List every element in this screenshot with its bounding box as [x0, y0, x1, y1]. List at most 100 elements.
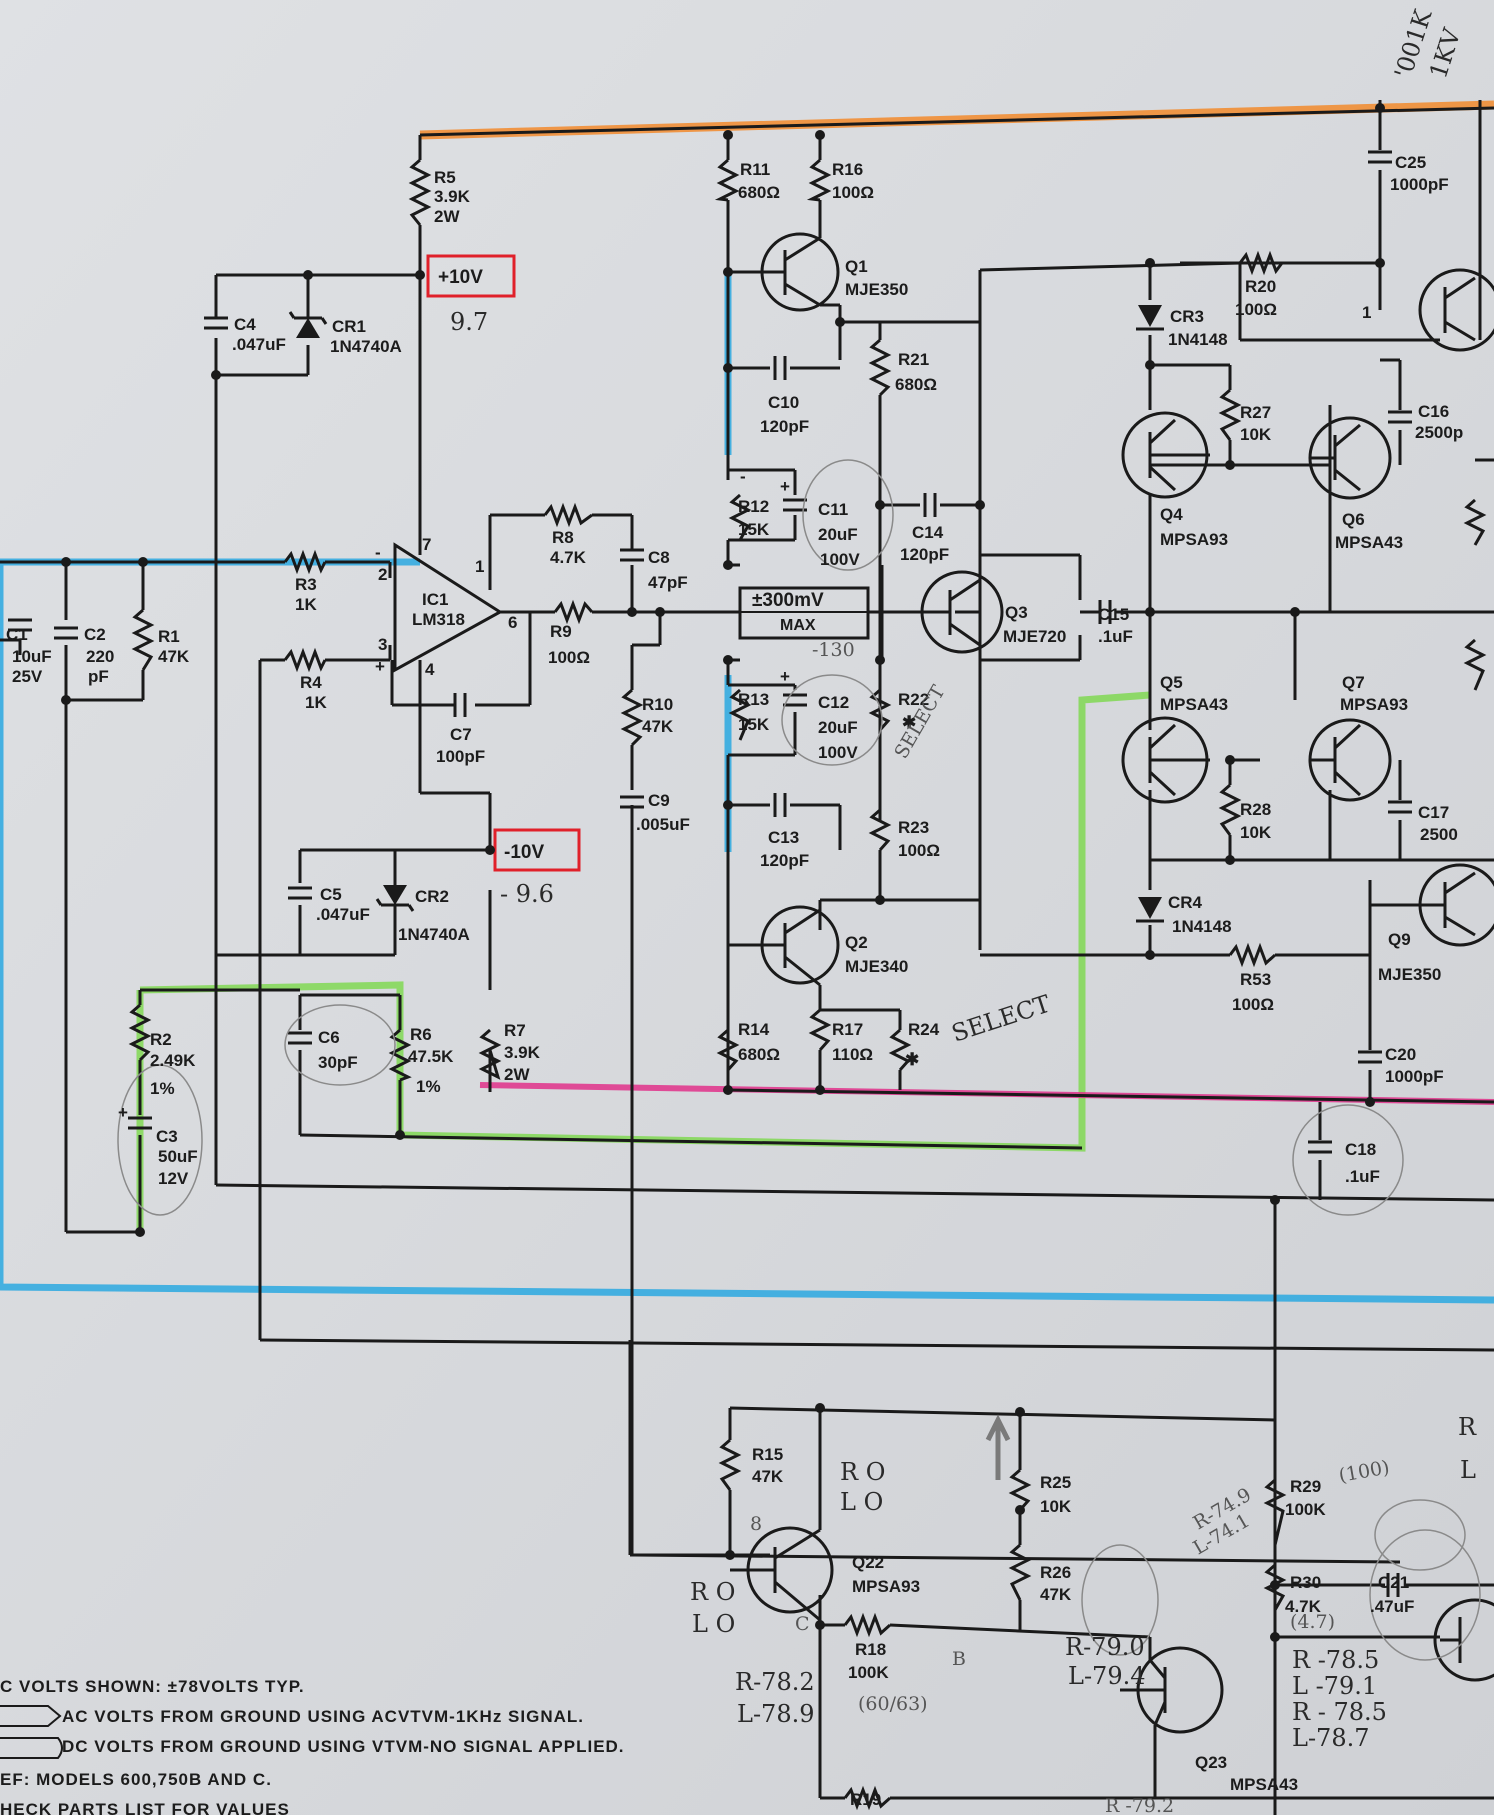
- R10-symbol: [620, 688, 644, 747]
- Q-bottom-right-symbol: [1433, 1598, 1494, 1682]
- R24-ref: R24: [908, 1020, 940, 1039]
- Q3-value: MJE720: [1003, 627, 1066, 646]
- C16-value: 2500p: [1415, 423, 1463, 442]
- C2-value2: pF: [88, 667, 109, 686]
- hw-note-8b: B: [952, 1648, 966, 1670]
- Q6-ref: Q6: [1342, 510, 1365, 529]
- C15-value: .1uF: [1098, 627, 1133, 646]
- R19-symbol: [843, 1785, 891, 1811]
- C20-symbol: [1358, 1050, 1382, 1064]
- pencil-circles: [117, 459, 1481, 1661]
- Q4-value: MPSA93: [1160, 530, 1228, 549]
- plus10-box: [426, 254, 516, 298]
- C6-symbol: [288, 1031, 312, 1045]
- C16-symbol: [1388, 410, 1412, 424]
- hw-r79-0: R-79.0: [1065, 1633, 1145, 1661]
- note-3: DC VOLTS FROM GROUND USING VTVM-NO SIGNA…: [62, 1737, 625, 1756]
- hw-lo2: L O: [692, 1610, 735, 1638]
- R27-value: 10K: [1240, 425, 1272, 444]
- CR4-symbol: [1136, 897, 1164, 923]
- C12-symbol: [783, 693, 807, 707]
- R6-value2: 1%: [416, 1077, 441, 1096]
- C8-value: 47pF: [648, 573, 688, 592]
- R24-value: ✱: [905, 1050, 919, 1069]
- component-labels: R5 3.9K 2W C4 .047uF CR1 1N4740A C1 10uF…: [6, 153, 1463, 1809]
- hw-lo1: L O: [840, 1488, 883, 1516]
- CR2-symbol: [375, 885, 415, 912]
- boxed-labels: +10V -10V ±300mV MAX: [438, 267, 824, 863]
- C6-value: 30pF: [318, 1053, 358, 1072]
- CR3-symbol: [1136, 305, 1164, 331]
- Q22-symbol: [730, 1526, 834, 1622]
- R53-ref: R53: [1240, 970, 1271, 989]
- C7-symbol: [453, 693, 467, 717]
- Q23-value: MPSA43: [1230, 1775, 1298, 1794]
- C12-value2: 100V: [818, 743, 858, 762]
- R24-symbol: [888, 1028, 912, 1071]
- R10-value: 47K: [642, 717, 674, 736]
- Q2-value: MJE340: [845, 957, 908, 976]
- C25-symbol: [1368, 150, 1392, 164]
- R4-symbol: [283, 647, 327, 673]
- R27-ref: R27: [1240, 403, 1271, 422]
- C9-ref: C9: [648, 791, 670, 810]
- hw-r-side: R: [1458, 1413, 1477, 1441]
- R2-value2: 1%: [150, 1079, 175, 1098]
- CR2-ref: CR2: [415, 887, 449, 906]
- hw-note-47: (4.7): [1290, 1611, 1335, 1633]
- ic-pin4: 4: [425, 660, 435, 679]
- note-5: HECK PARTS LIST FOR VALUES: [0, 1800, 290, 1815]
- R2-ref: R2: [150, 1030, 172, 1049]
- ic-minus: -: [375, 543, 381, 562]
- R9-symbol: [553, 599, 594, 625]
- R23-value: 100Ω: [898, 841, 940, 860]
- R1-symbol: [131, 608, 155, 671]
- Q5-ref: Q5: [1160, 673, 1183, 692]
- C4-symbol: [204, 316, 228, 330]
- hw-note-8a: 8: [750, 1513, 762, 1535]
- C25-value: 1000pF: [1390, 175, 1449, 194]
- R53-symbol: [1228, 942, 1276, 968]
- C4-value: .047uF: [232, 335, 286, 354]
- hw-r78-2: R-78.2: [735, 1668, 815, 1696]
- R19-ref: R19: [850, 1790, 881, 1809]
- Q7-symbol: [1308, 718, 1392, 802]
- Q2-ref: Q2: [845, 933, 868, 952]
- IC1-ref: IC1: [422, 590, 448, 609]
- transistor-symbols: [730, 232, 1494, 1734]
- ic-pin1: 1: [475, 557, 484, 576]
- C1-value2: 25V: [12, 667, 43, 686]
- dc-marker: [0, 1737, 63, 1759]
- C1-ref: C1: [6, 625, 28, 644]
- hw-l79-1: L -79.1: [1292, 1672, 1377, 1700]
- ic-plus: +: [375, 657, 385, 676]
- ic-pin6: 6: [508, 613, 517, 632]
- R21-ref: R21: [898, 350, 929, 369]
- R28-value: 10K: [1240, 823, 1272, 842]
- C6-ref: C6: [318, 1028, 340, 1047]
- hw-r78-5b: R - 78.5: [1292, 1698, 1387, 1726]
- IC1-opamp-symbol: [393, 542, 503, 673]
- hw-note-6063: (60/63): [858, 1693, 928, 1715]
- R20-value: 100Ω: [1235, 300, 1277, 319]
- R12-value: 15K: [738, 520, 770, 539]
- C21-symbol: [1386, 1573, 1400, 1597]
- R9-value: 100Ω: [548, 648, 590, 667]
- minus10-label: -10V: [504, 842, 544, 863]
- CR4-ref: CR4: [1168, 893, 1203, 912]
- R16-value: 100Ω: [832, 183, 874, 202]
- Q-top-right-symbol: [1418, 268, 1494, 352]
- CR3-ref: CR3: [1170, 307, 1204, 326]
- C7-ref: C7: [450, 725, 472, 744]
- R23-ref: R23: [898, 818, 929, 837]
- R1-value: 47K: [158, 647, 190, 666]
- C18-ref: C18: [1345, 1140, 1376, 1159]
- hw-l78-9: L-78.9: [737, 1700, 814, 1728]
- C12-value: 20uF: [818, 718, 858, 737]
- C10-symbol: [773, 356, 787, 380]
- C1-symbol: [8, 618, 32, 632]
- C5-value: .047uF: [316, 905, 370, 924]
- C12-ref: C12: [818, 693, 849, 712]
- ac-marker: [0, 1705, 62, 1727]
